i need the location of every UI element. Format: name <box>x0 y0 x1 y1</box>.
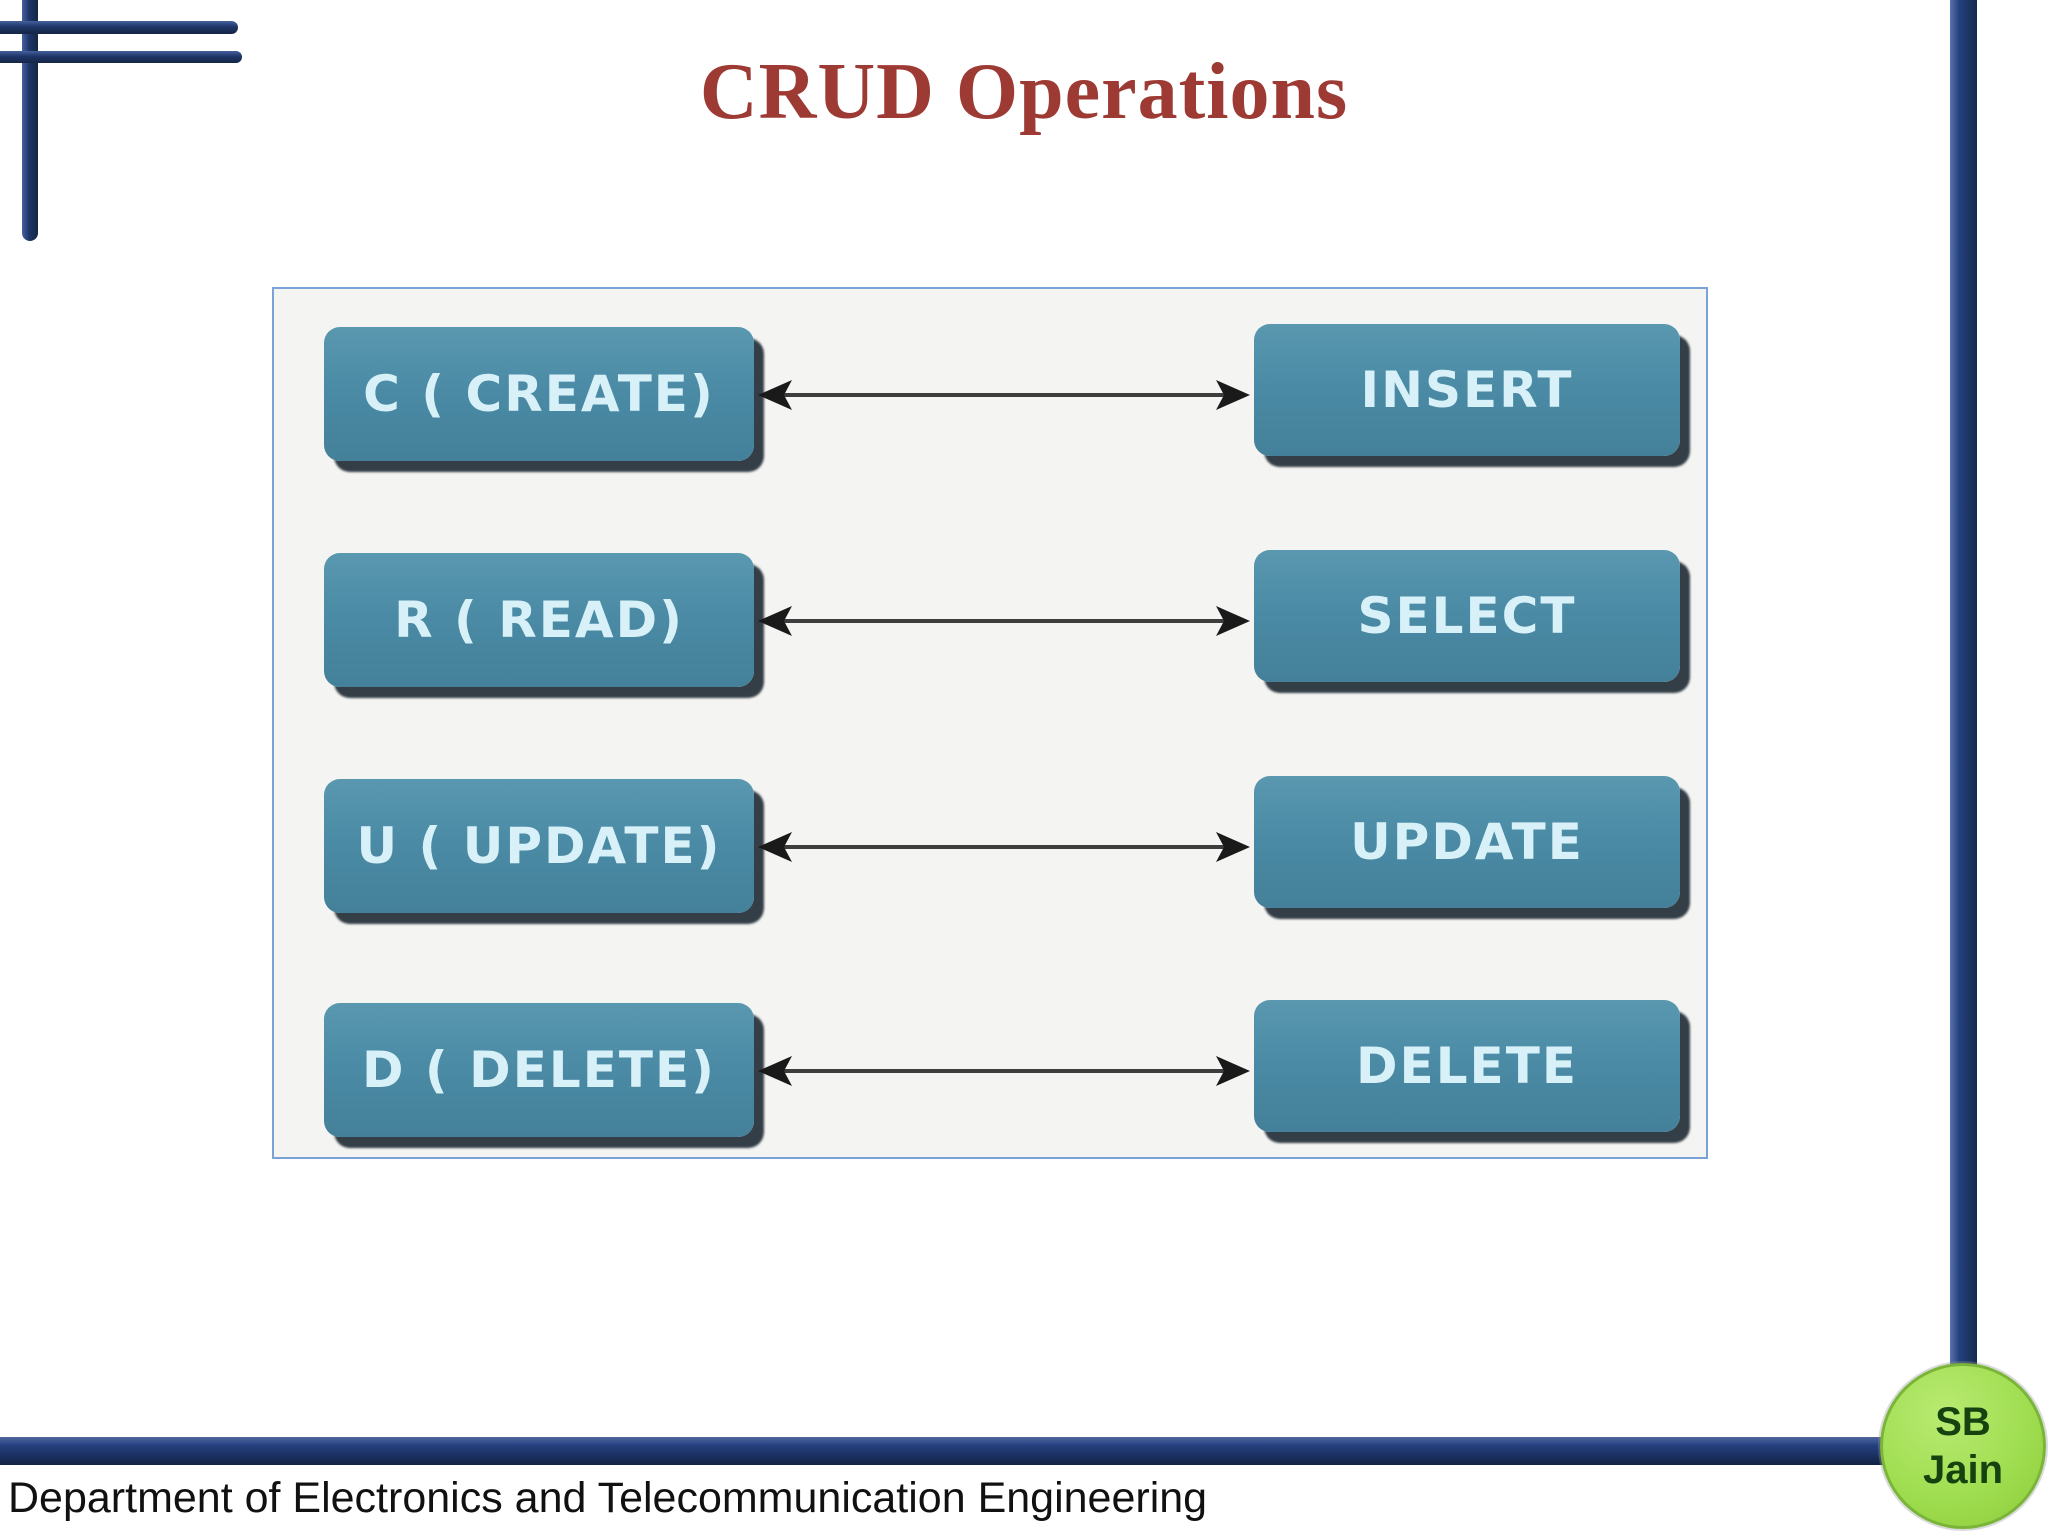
crud-box-create: C ( CREATE) <box>324 327 754 461</box>
bottom-horizontal-frame-bar <box>0 1437 1966 1465</box>
sql-box-insert: INSERT <box>1254 324 1680 456</box>
crud-box-update: U ( UPDATE) <box>324 779 754 913</box>
diagram-row-read: R ( READ) SELECT <box>274 550 1706 687</box>
footer-department-text: Department of Electronics and Telecommun… <box>8 1474 1208 1522</box>
sql-box-update: UPDATE <box>1254 776 1680 908</box>
top-left-horizontal-bar-decoration-1 <box>0 21 238 34</box>
crud-box-read: R ( READ) <box>324 553 754 687</box>
double-arrow-icon <box>758 832 1250 862</box>
sql-box-delete: DELETE <box>1254 1000 1680 1132</box>
sql-box-select: SELECT <box>1254 550 1680 682</box>
slide-title: CRUD Operations <box>699 48 1349 136</box>
diagram-row-delete: D ( DELETE) DELETE <box>274 1000 1706 1137</box>
double-arrow-icon <box>758 380 1250 410</box>
sb-jain-logo-line2: Jain <box>1922 1448 2004 1492</box>
sb-jain-logo: SB Jain <box>1880 1363 2046 1529</box>
double-arrow-icon <box>758 606 1250 636</box>
right-vertical-frame-bar <box>1950 0 1977 1456</box>
crud-mapping-diagram: C ( CREATE) INSERT R ( READ) SELECT U ( … <box>272 287 1708 1159</box>
double-arrow-icon <box>758 1056 1250 1086</box>
diagram-row-update: U ( UPDATE) UPDATE <box>274 776 1706 913</box>
diagram-row-create: C ( CREATE) INSERT <box>274 324 1706 461</box>
sb-jain-logo-line1: SB <box>1935 1400 1991 1444</box>
crud-box-delete: D ( DELETE) <box>324 1003 754 1137</box>
top-left-horizontal-bar-decoration-2 <box>0 51 242 63</box>
